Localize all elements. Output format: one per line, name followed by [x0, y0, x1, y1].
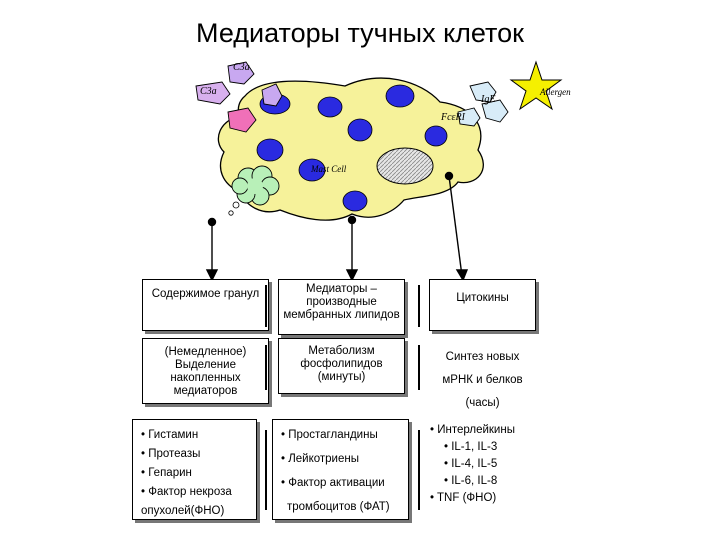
list-item: • Фактор активации [281, 472, 408, 494]
lipid-timing-text: Метаболизм фосфолипидов (минуты) [300, 345, 382, 383]
granule-mediators-list: • Гистамин • Протеазы • Гепарин • Фактор… [132, 419, 257, 520]
nucleus [377, 148, 433, 184]
release-bubbles [229, 202, 239, 215]
granule-timing-box: (Немедленное) Выделение накопленных меди… [142, 338, 269, 404]
separator [418, 285, 420, 327]
cytokines-header-text: Цитокины [456, 292, 509, 304]
separator [265, 345, 267, 390]
list-item: опухолей(ФНО) [141, 500, 256, 522]
lipid-mediators-list: • Простагландины • Лейкотриены • Фактор … [272, 419, 409, 520]
separator [265, 285, 267, 327]
label-mast-cell: Mast Cell [311, 164, 346, 174]
cytokine-timing-line-3: (часы) [424, 397, 541, 410]
label-fcer: FcεRI [441, 112, 465, 123]
list-item: тромбоцитов (ФАТ) [281, 496, 408, 518]
list-item: • Простагландины [281, 424, 408, 446]
lipid-timing-box: Метаболизм фосфолипидов (минуты) [278, 338, 405, 394]
list-item: • IL-4, IL-5 [430, 456, 550, 473]
list-item: • Лейкотриены [281, 448, 408, 470]
lipid-mediators-header: Медиаторы – производные мембранных липид… [278, 279, 405, 335]
list-item: • Интерлейкины [430, 422, 550, 439]
label-c3a-left: C3a [200, 86, 217, 97]
cytokines-list: • Интерлейкины • IL-1, IL-3 • IL-4, IL-5… [430, 422, 550, 514]
cytokine-timing-line-2: мРНК и белков [424, 374, 541, 387]
cytokine-timing-line-1: Синтез новых [424, 351, 541, 364]
granule-contents-header: Содержимое гранул [142, 279, 269, 331]
list-item: • IL-1, IL-3 [430, 439, 550, 456]
cytokines-header: Цитокины [429, 279, 536, 331]
label-ige: IgE [481, 94, 495, 105]
separator [418, 345, 420, 390]
lipid-mediators-header-text: Медиаторы – производные мембранных липид… [283, 283, 399, 321]
list-item: • TNF (ФНО) [430, 490, 550, 507]
label-c3a-top: C3a [233, 62, 250, 73]
separator [265, 430, 267, 510]
granule-contents-header-text: Содержимое гранул [152, 288, 260, 300]
label-allergen: Allergen [540, 87, 571, 97]
allergen-star [511, 62, 561, 109]
granule-timing-text: (Немедленное) Выделение накопленных меди… [165, 346, 247, 397]
list-item: • IL-6, IL-8 [430, 473, 550, 490]
separator [418, 430, 420, 510]
